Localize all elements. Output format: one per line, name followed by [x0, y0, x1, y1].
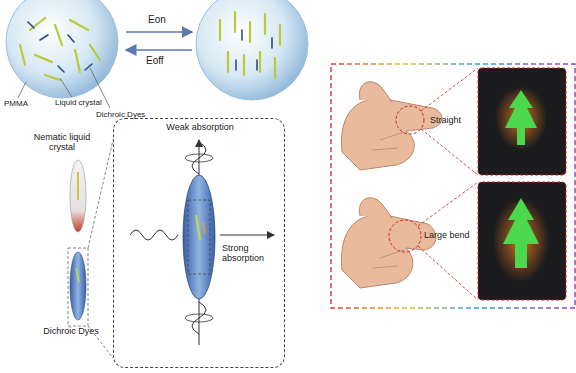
dashed-box: Weak absorptionStrong absorption	[113, 118, 285, 368]
field-on-label: Eon	[148, 14, 178, 26]
component-label: Dichroic Dyes	[36, 326, 106, 336]
part-label: PMMA	[4, 99, 44, 108]
component-label: Nematic liquid crystal	[22, 132, 102, 153]
state-label: Straight	[430, 115, 476, 125]
part-label: Liquid crystal	[55, 98, 115, 107]
field-off-label: Eoff	[146, 55, 176, 67]
state-label: Large bend	[424, 230, 478, 240]
absorption-label: Strong absorption	[222, 243, 282, 264]
absorption-label: Weak absorption	[136, 122, 264, 132]
